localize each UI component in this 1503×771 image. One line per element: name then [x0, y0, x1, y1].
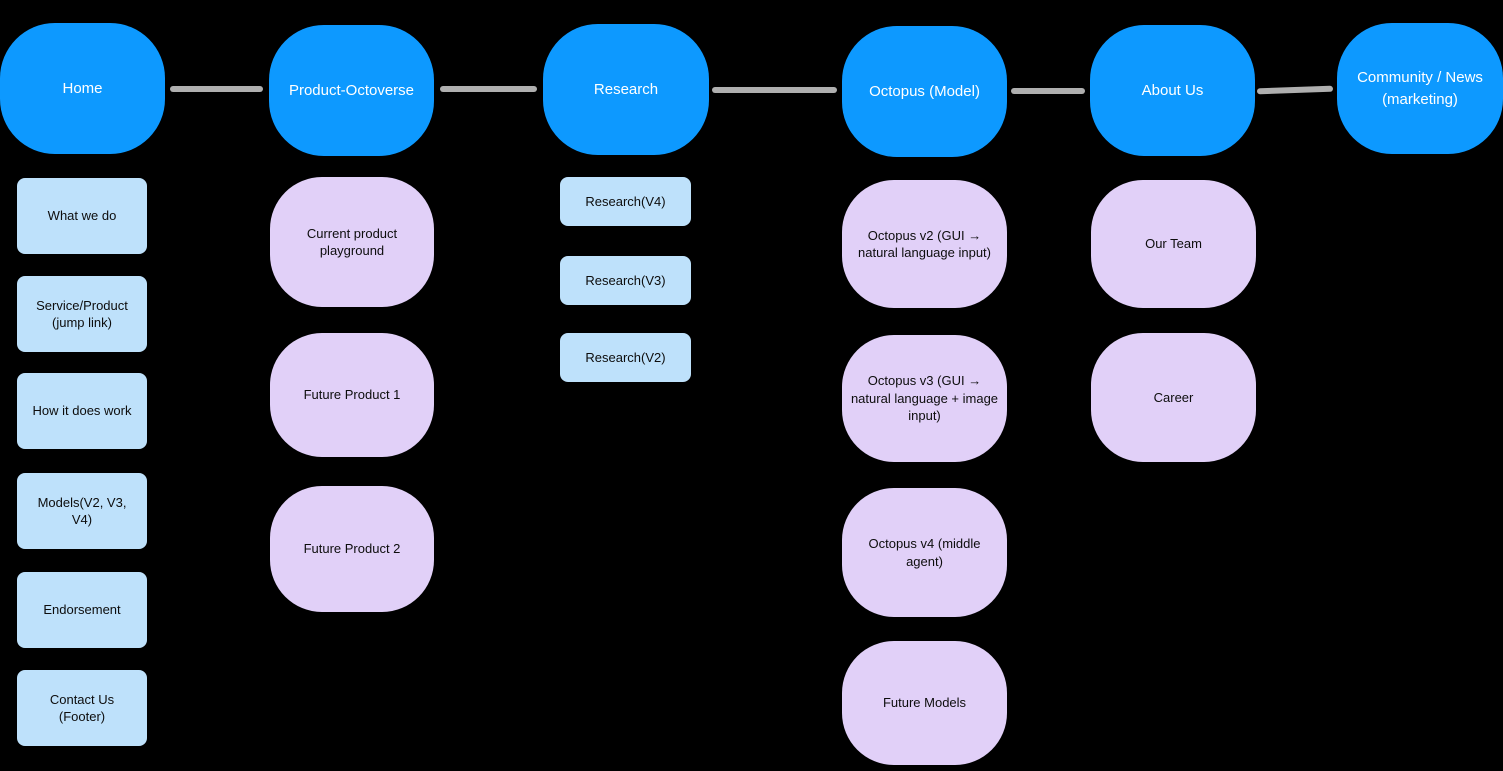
child-models[interactable]: Models(V2, V3, V4)	[17, 473, 147, 549]
child-endorsement[interactable]: Endorsement	[17, 572, 147, 648]
child-future-models[interactable]: Future Models	[842, 641, 1007, 765]
node-octopus-model[interactable]: Octopus (Model)	[842, 26, 1007, 157]
node-product-octoverse[interactable]: Product-Octoverse	[269, 25, 434, 156]
connector-about-community	[1256, 85, 1334, 95]
child-service-product[interactable]: Service/Product (jump link)	[17, 276, 147, 352]
child-contact-us[interactable]: Contact Us (Footer)	[17, 670, 147, 746]
node-about-us[interactable]: About Us	[1090, 25, 1255, 156]
child-research-v3[interactable]: Research(V3)	[560, 256, 691, 305]
node-home[interactable]: Home	[0, 23, 165, 154]
node-research[interactable]: Research	[543, 24, 709, 155]
child-how-it-works[interactable]: How it does work	[17, 373, 147, 449]
child-future-product-1[interactable]: Future Product 1	[270, 333, 434, 457]
child-research-v4[interactable]: Research(V4)	[560, 177, 691, 226]
child-octopus-v4[interactable]: Octopus v4 (middle agent)	[842, 488, 1007, 617]
child-career[interactable]: Career	[1091, 333, 1256, 462]
node-community-news[interactable]: Community / News (marketing)	[1337, 23, 1503, 154]
child-current-product-playground[interactable]: Current product playground	[270, 177, 434, 307]
child-octopus-v3[interactable]: Octopus v3 (GUI → natural language + ima…	[842, 335, 1007, 462]
child-research-v2[interactable]: Research(V2)	[560, 333, 691, 382]
connector-research-octopus	[712, 87, 837, 93]
connector-octopus-about	[1011, 88, 1085, 94]
connector-product-research	[440, 86, 537, 92]
child-future-product-2[interactable]: Future Product 2	[270, 486, 434, 612]
child-octopus-v2[interactable]: Octopus v2 (GUI → natural language input…	[842, 180, 1007, 308]
child-what-we-do[interactable]: What we do	[17, 178, 147, 254]
connector-home-product	[170, 86, 263, 92]
child-our-team[interactable]: Our Team	[1091, 180, 1256, 308]
